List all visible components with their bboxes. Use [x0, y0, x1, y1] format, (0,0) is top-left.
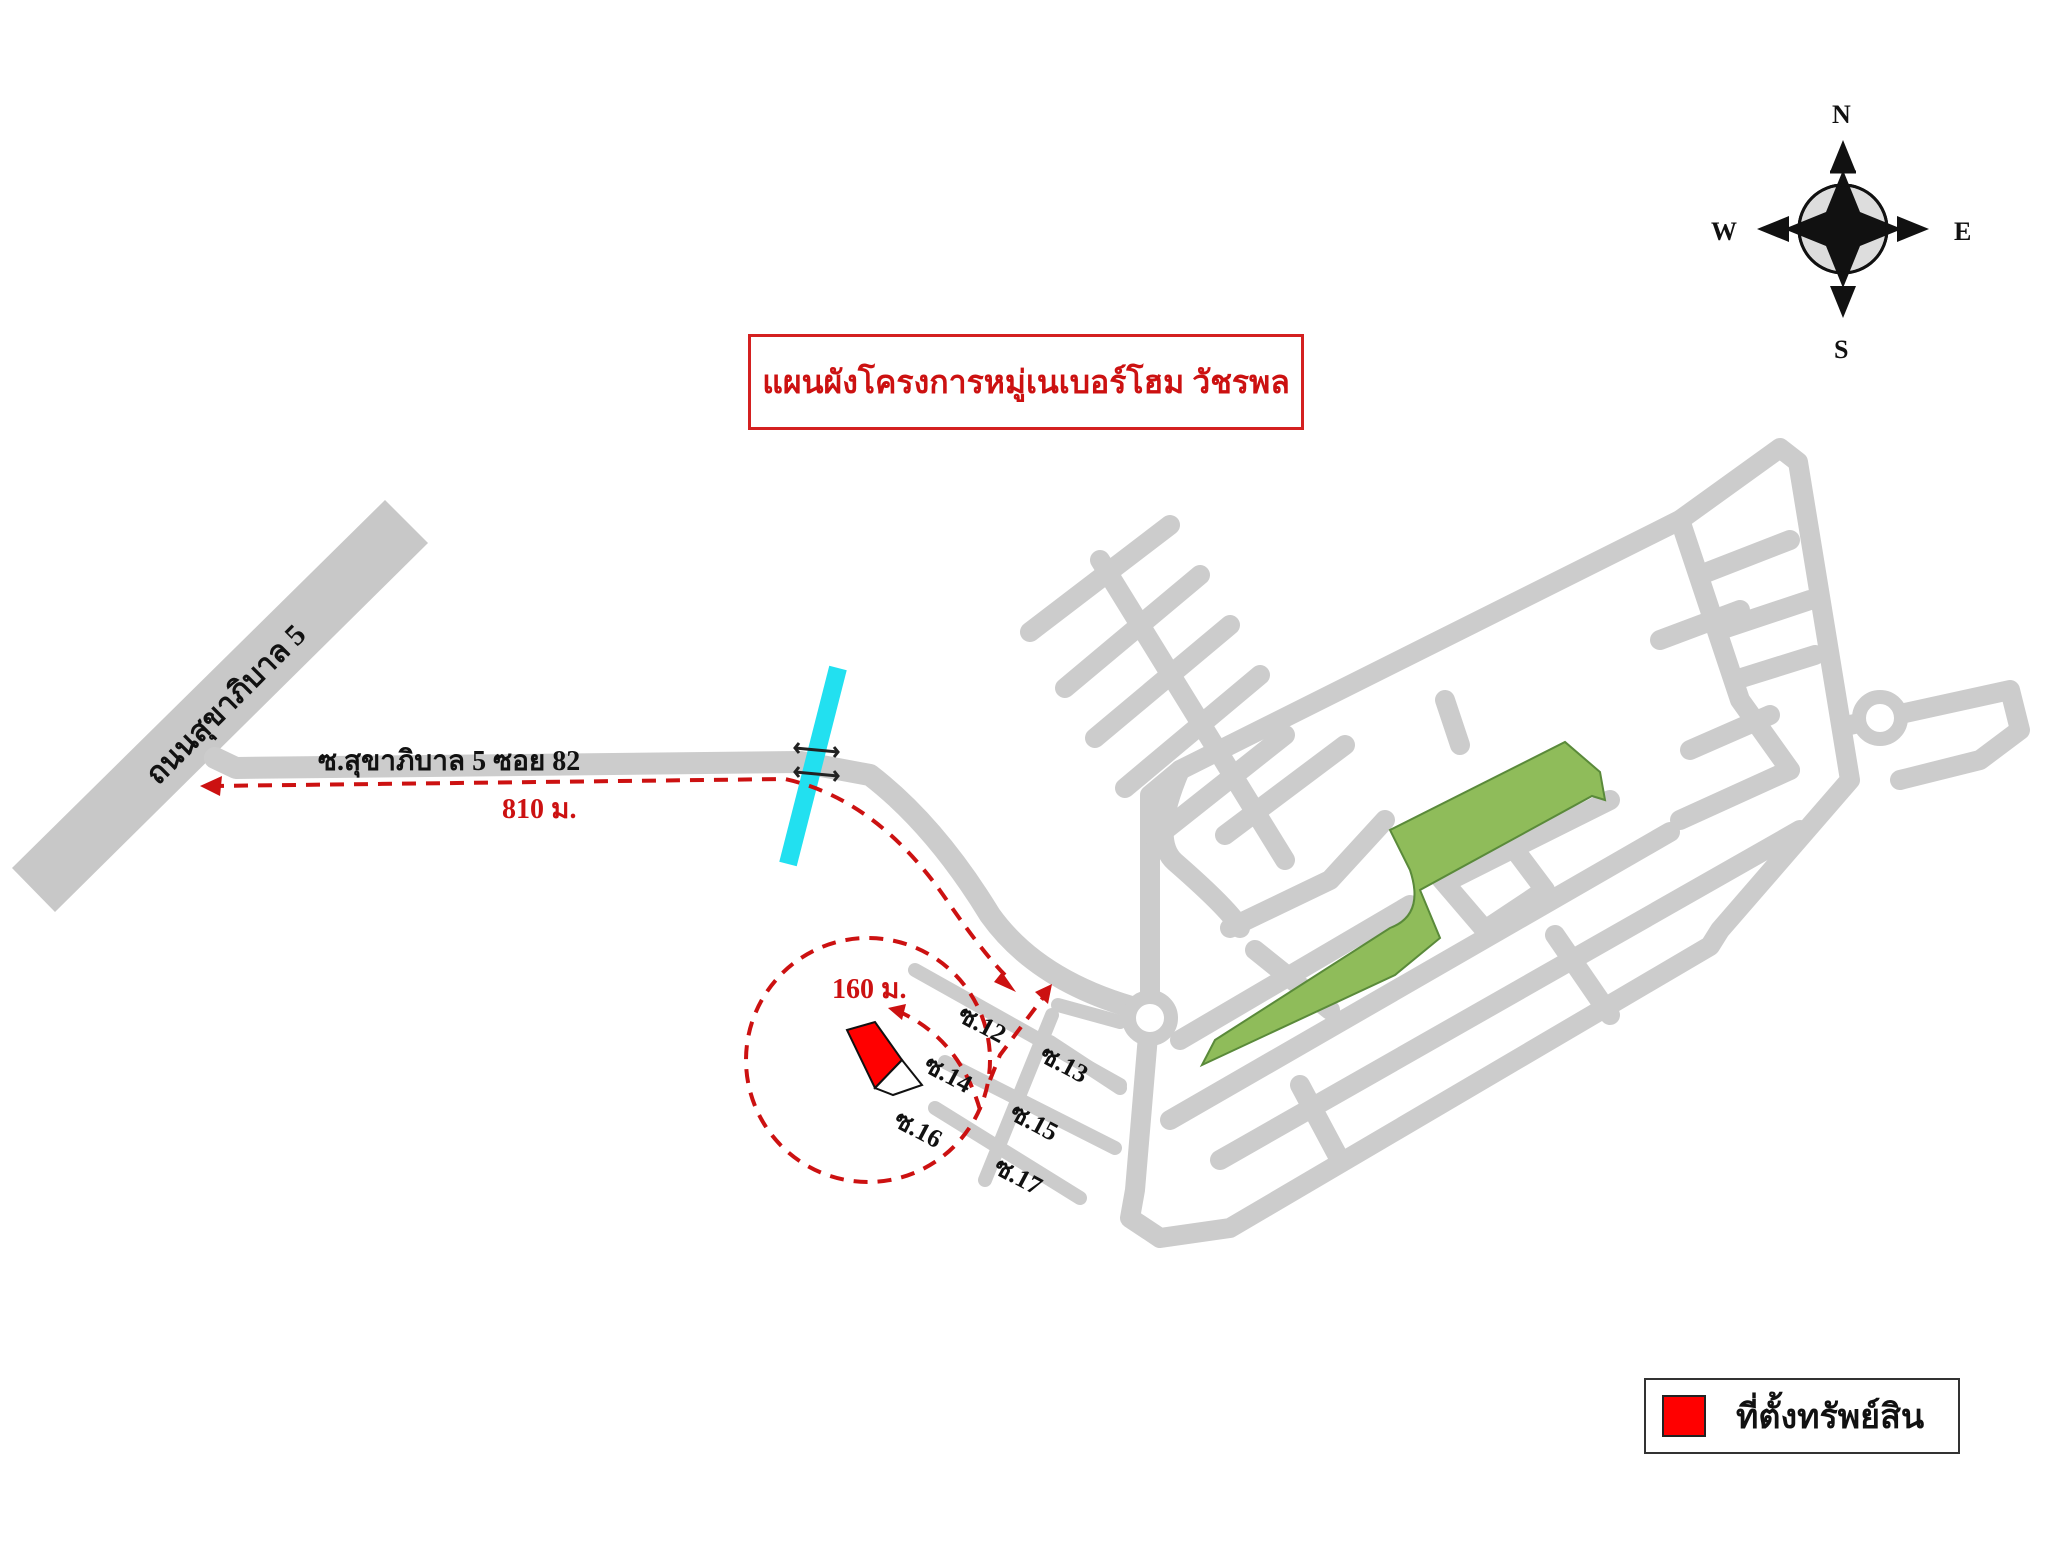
park [1199, 740, 1607, 1068]
roundabout-east [1852, 690, 1908, 746]
distance-160: 160 ม. [832, 974, 906, 1005]
lane-label-17: ซ.17 [989, 1152, 1047, 1201]
property-parcel-adjacent [873, 1058, 924, 1097]
route-arrowheads [200, 776, 1052, 1020]
canal [779, 665, 847, 867]
legend-property-swatch [1662, 1395, 1706, 1437]
compass-w: W [1711, 217, 1737, 246]
map-title: แผนผังโครงการหมู่เนเบอร์โฮม วัชรพล [748, 334, 1304, 430]
bridge-icon [793, 742, 840, 782]
main-road [12, 500, 428, 912]
roundabout-west [1122, 990, 1178, 1046]
lane-label-14: ซ.14 [919, 1050, 977, 1099]
village-roads [1020, 438, 2030, 1248]
compass-s: S [1834, 335, 1848, 364]
route-dashed [209, 776, 1047, 1184]
lane-label-15: ซ.15 [1005, 1098, 1063, 1147]
legend: ที่ตั้งทรัพย์สิน [1644, 1378, 1960, 1454]
legend-property-label: ที่ตั้งทรัพย์สิน [1736, 1399, 1925, 1436]
compass-e: E [1954, 217, 1971, 246]
lane-label-13: ซ.13 [1035, 1040, 1093, 1089]
soi-road-label: ซ.สุขาภิบาล 5 ซอย 82 [318, 746, 580, 778]
lane-label-12: ซ.12 [953, 1000, 1011, 1049]
compass-n: N [1832, 100, 1851, 129]
lane-roads [908, 963, 1127, 1205]
distance-810: 810 ม. [502, 794, 576, 825]
compass-rose-icon: N S W E [1711, 100, 1971, 364]
soi-road [204, 747, 1161, 1023]
map-title-text: แผนผังโครงการหมู่เนเบอร์โฮม วัชรพล [762, 363, 1290, 400]
